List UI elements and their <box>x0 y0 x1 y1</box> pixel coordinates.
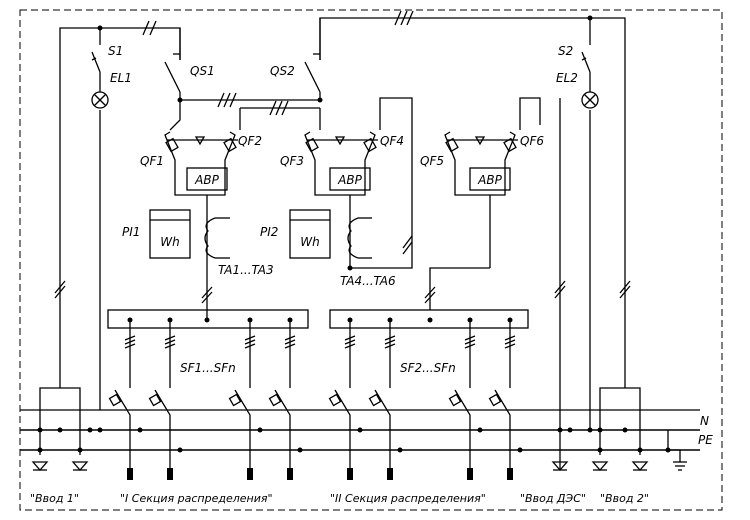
vvod-des <box>551 427 573 471</box>
qf5-qf6-group: АВР <box>429 131 518 310</box>
label-qs1: QS1 <box>190 64 215 78</box>
avr-block-1 <box>186 167 228 191</box>
feed-line-2 <box>319 17 626 388</box>
label-n: N <box>700 414 709 428</box>
footer-vvod2: "Ввод 2" <box>600 492 649 505</box>
ta1-coil <box>204 217 230 320</box>
svg-text:Wh: Wh <box>300 235 319 249</box>
avr-label-3: АВР <box>477 173 502 187</box>
svg-text:Wh: Wh <box>160 235 179 249</box>
qs1-switch <box>164 28 183 103</box>
load-terminals <box>127 468 513 480</box>
ta2-coil <box>347 217 413 271</box>
bus-junctions <box>137 427 523 453</box>
label-s2: S2 <box>558 44 573 58</box>
busbar-section-2 <box>329 309 529 329</box>
label-pe: PE <box>698 433 713 447</box>
meter-pi2: Wh <box>289 209 331 259</box>
label-qf2: QF2 <box>238 134 262 148</box>
footer-sec1: "I Секция распределения" <box>120 492 273 505</box>
footer-sec2: "II Секция распределения" <box>330 492 486 505</box>
feeders-section-2 <box>347 317 513 388</box>
avr-label-2: АВР <box>337 173 362 187</box>
label-qf1: QF1 <box>140 154 164 168</box>
avr-block-3 <box>469 167 511 191</box>
label-el1: EL1 <box>110 71 132 85</box>
busbar-section-1 <box>107 309 309 329</box>
lamp-el1 <box>91 25 109 410</box>
label-qf6: QF6 <box>520 134 544 148</box>
label-el2: EL2 <box>556 71 578 85</box>
footer-vvod-des: "Ввод ДЭС" <box>520 492 586 505</box>
qf1-qf2-group: АВР <box>164 131 238 218</box>
qs2-switch <box>304 18 323 103</box>
label-qs2: QS2 <box>270 64 295 78</box>
label-pi2: PI2 <box>260 225 278 239</box>
qf3-qf4-group: АВР <box>304 131 378 218</box>
footer-vvod1: "Ввод 1" <box>30 492 79 505</box>
label-qf4: QF4 <box>380 134 404 148</box>
vvod2-block <box>587 387 649 471</box>
sf-breakers <box>108 389 511 470</box>
enclosure-border <box>19 9 723 511</box>
label-ta2: TA4...TA6 <box>340 274 396 288</box>
vvod1-block <box>31 387 103 471</box>
label-qf5: QF5 <box>420 154 444 168</box>
avr-block-2 <box>329 167 371 191</box>
feeders-section-1 <box>127 317 293 388</box>
ground-symbol <box>665 430 687 471</box>
label-pi1: PI1 <box>122 225 140 239</box>
label-sf1: SF1...SFn <box>180 361 236 375</box>
avr-label-1: АВР <box>194 173 219 187</box>
label-qf3: QF3 <box>280 154 304 168</box>
lamp-el2 <box>581 15 599 430</box>
label-sf2: SF2...SFn <box>400 361 456 375</box>
label-ta1: TA1...TA3 <box>218 263 274 277</box>
label-s1: S1 <box>108 44 123 58</box>
meter-pi1: Wh <box>149 209 191 259</box>
